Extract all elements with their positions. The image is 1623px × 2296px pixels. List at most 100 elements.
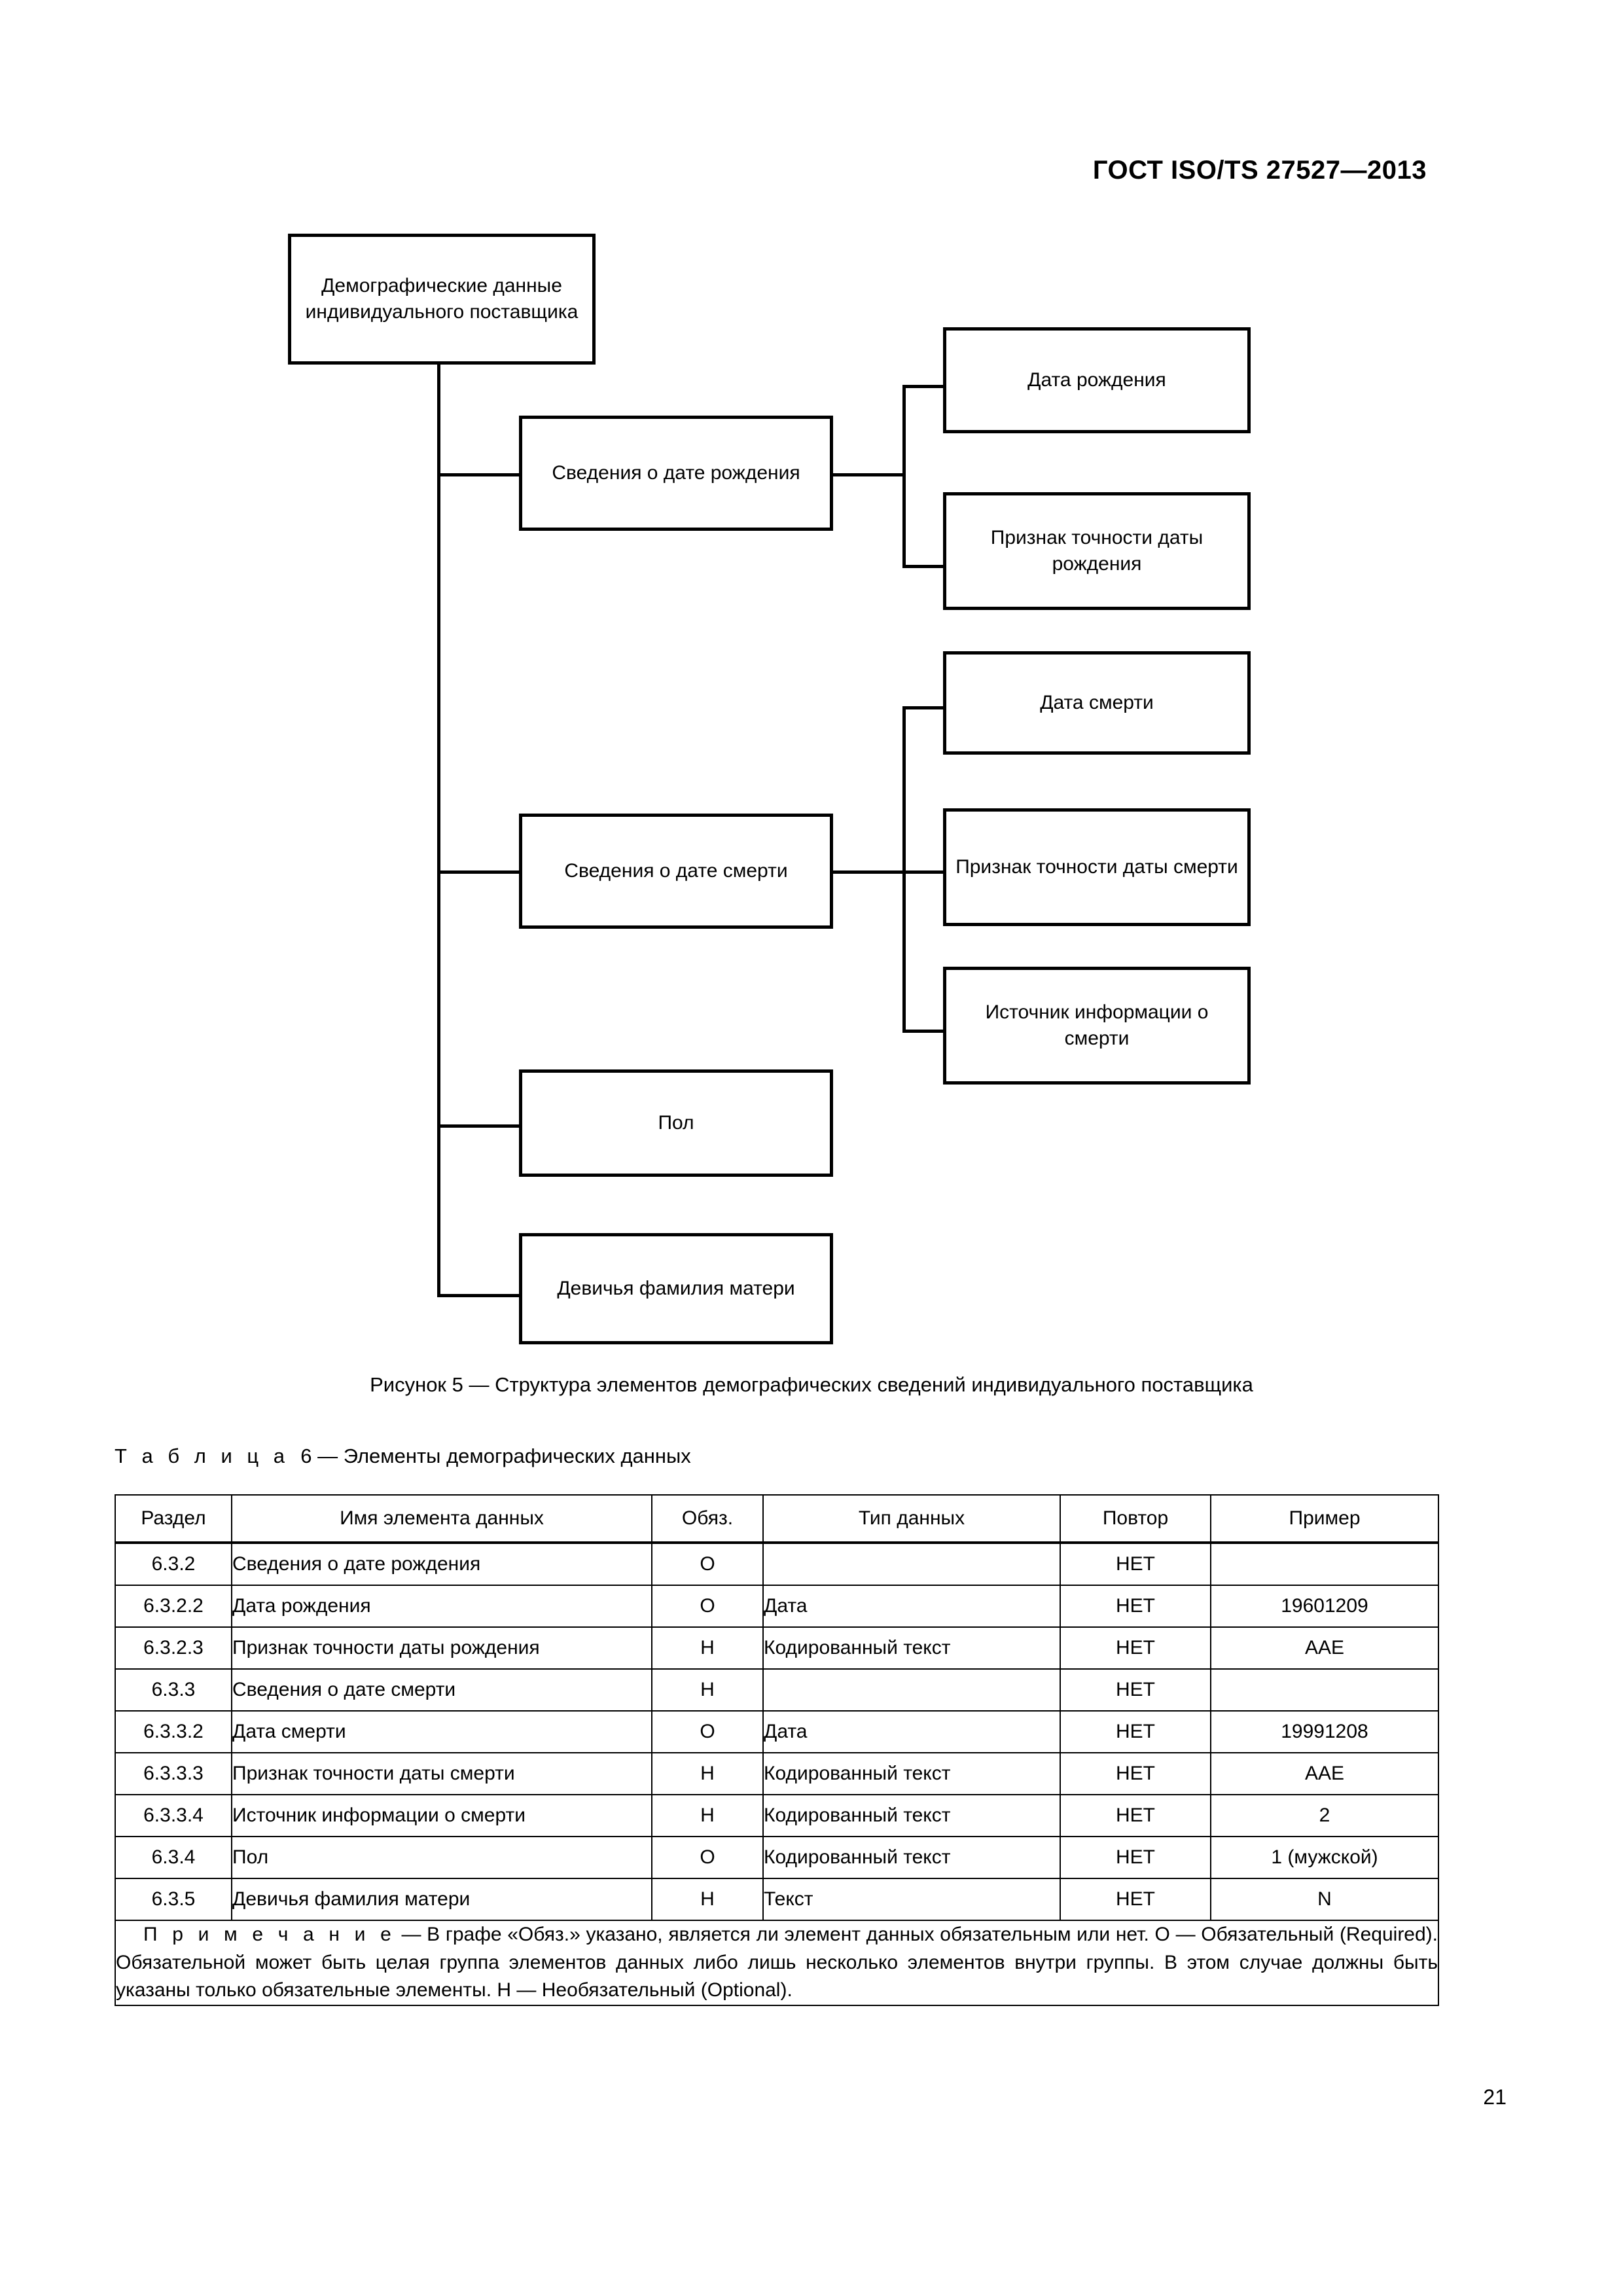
table-row: 6.3.3.4 Источник информации о смерти Н К… <box>115 1794 1439 1837</box>
cell-obyaz: Н <box>651 1878 764 1921</box>
cell-razdel: 6.3.2.3 <box>115 1626 232 1670</box>
demographic-elements-table: Раздел Имя элемента данных Обяз. Тип дан… <box>115 1494 1439 2006</box>
connector-death-bus <box>902 706 906 1033</box>
figure-caption: Рисунок 5 — Структура элементов демограф… <box>370 1373 1253 1396</box>
column-header-razdel: Раздел <box>115 1494 232 1544</box>
connector-stub-birth-accuracy <box>902 565 945 568</box>
cell-example <box>1210 1668 1439 1712</box>
node-label: Демографические данные индивидуального п… <box>305 275 579 323</box>
table-title-word: Т а б л и ц а <box>115 1444 290 1467</box>
cell-repeat: НЕТ <box>1060 1794 1211 1837</box>
node-death-date: Дата смерти <box>943 651 1251 755</box>
table-title-rest: 6 — Элементы демографических данных <box>300 1444 691 1467</box>
connector-stub-birth-date <box>902 385 945 388</box>
node-label: Источник информации о смерти <box>985 1001 1209 1049</box>
table-row: 6.3.2.3 Признак точности даты рождения Н… <box>115 1626 1439 1670</box>
cell-obyaz: О <box>651 1836 764 1879</box>
table-row: 6.3.4 Пол О Кодированный текст НЕТ 1 (му… <box>115 1836 1439 1879</box>
cell-name: Сведения о дате рождения <box>231 1542 652 1586</box>
node-birth-date-group: Сведения о дате рождения <box>519 416 833 531</box>
cell-example: ААЕ <box>1210 1626 1439 1670</box>
connector-stub-death-group <box>437 870 521 874</box>
connector-stub-death-source <box>902 1030 945 1033</box>
connector-stub-sex <box>437 1124 521 1128</box>
node-label: Сведения о дате рождения <box>552 462 800 484</box>
table-title: Т а б л и ц а 6 — Элементы демографическ… <box>115 1444 691 1468</box>
cell-repeat: НЕТ <box>1060 1878 1211 1921</box>
cell-repeat: НЕТ <box>1060 1626 1211 1670</box>
node-label: Дата рождения <box>1027 369 1166 391</box>
cell-name: Признак точности даты рождения <box>231 1626 652 1670</box>
cell-obyaz: Н <box>651 1794 764 1837</box>
cell-razdel: 6.3.2 <box>115 1542 232 1586</box>
node-label: Дата смерти <box>1040 692 1154 714</box>
cell-name: Пол <box>231 1836 652 1879</box>
node-birth-date-accuracy: Признак точности даты рождения <box>943 492 1251 610</box>
table-note: П р и м е ч а н и е — В графе «Обяз.» ук… <box>115 1920 1439 2006</box>
connector-stub-death-date <box>902 706 945 709</box>
column-header-repeat: Повтор <box>1060 1494 1211 1544</box>
cell-type: Текст <box>762 1878 1061 1921</box>
table-row: 6.3.3.3 Признак точности даты смерти Н К… <box>115 1752 1439 1795</box>
cell-type: Дата <box>762 1585 1061 1628</box>
table-row: 6.3.5 Девичья фамилия матери Н Текст НЕТ… <box>115 1878 1439 1921</box>
figure-5-diagram: Демографические данные индивидуального п… <box>288 234 1251 1344</box>
column-header-example: Пример <box>1210 1494 1439 1544</box>
cell-razdel: 6.3.5 <box>115 1878 232 1921</box>
node-death-date-accuracy: Признак точности даты смерти <box>943 808 1251 926</box>
cell-repeat: НЕТ <box>1060 1668 1211 1712</box>
cell-name: Источник информации о смерти <box>231 1794 652 1837</box>
cell-name: Дата рождения <box>231 1585 652 1628</box>
cell-example: 19601209 <box>1210 1585 1439 1628</box>
node-label: Признак точности даты рождения <box>990 527 1204 575</box>
node-label: Признак точности даты смерти <box>955 856 1238 878</box>
cell-razdel: 6.3.3.2 <box>115 1710 232 1753</box>
cell-example: 1 (мужской) <box>1210 1836 1439 1879</box>
table-row: 6.3.2.2 Дата рождения О Дата НЕТ 1960120… <box>115 1585 1439 1628</box>
cell-razdel: 6.3.3.4 <box>115 1794 232 1837</box>
cell-razdel: 6.3.2.2 <box>115 1585 232 1628</box>
node-death-info-source: Источник информации о смерти <box>943 967 1251 1085</box>
cell-obyaz: О <box>651 1542 764 1586</box>
cell-repeat: НЕТ <box>1060 1542 1211 1586</box>
cell-type <box>762 1668 1061 1712</box>
data-table-container: Раздел Имя элемента данных Обяз. Тип дан… <box>115 1494 1439 2006</box>
node-label: Сведения о дате смерти <box>564 860 788 882</box>
cell-repeat: НЕТ <box>1060 1710 1211 1753</box>
table-body: 6.3.2 Сведения о дате рождения О НЕТ 6.3… <box>115 1542 1439 2006</box>
cell-obyaz: О <box>651 1585 764 1628</box>
table-header-row: Раздел Имя элемента данных Обяз. Тип дан… <box>115 1494 1439 1544</box>
cell-repeat: НЕТ <box>1060 1585 1211 1628</box>
cell-obyaz: Н <box>651 1626 764 1670</box>
cell-example: N <box>1210 1878 1439 1921</box>
cell-razdel: 6.3.3 <box>115 1668 232 1712</box>
cell-repeat: НЕТ <box>1060 1752 1211 1795</box>
document-header-standard-id: ГОСТ ISO/TS 27527—2013 <box>1092 156 1427 185</box>
table-row: 6.3.3 Сведения о дате смерти Н НЕТ <box>115 1668 1439 1712</box>
connector-birth-group-out <box>832 473 906 476</box>
table-note-row: П р и м е ч а н и е — В графе «Обяз.» ук… <box>115 1920 1439 2006</box>
node-root-demographic-data: Демографические данные индивидуального п… <box>288 234 596 365</box>
column-header-name: Имя элемента данных <box>231 1494 652 1544</box>
cell-name: Сведения о дате смерти <box>231 1668 652 1712</box>
table-row: 6.3.2 Сведения о дате рождения О НЕТ <box>115 1542 1439 1586</box>
cell-razdel: 6.3.4 <box>115 1836 232 1879</box>
cell-example: 19991208 <box>1210 1710 1439 1753</box>
cell-type: Кодированный текст <box>762 1794 1061 1837</box>
node-sex: Пол <box>519 1069 833 1177</box>
cell-type: Кодированный текст <box>762 1752 1061 1795</box>
table-header: Раздел Имя элемента данных Обяз. Тип дан… <box>115 1494 1439 1544</box>
cell-name: Девичья фамилия матери <box>231 1878 652 1921</box>
node-death-date-group: Сведения о дате смерти <box>519 814 833 929</box>
cell-repeat: НЕТ <box>1060 1836 1211 1879</box>
table-row: 6.3.3.2 Дата смерти О Дата НЕТ 19991208 <box>115 1710 1439 1753</box>
cell-type: Кодированный текст <box>762 1626 1061 1670</box>
cell-example <box>1210 1542 1439 1586</box>
cell-obyaz: Н <box>651 1752 764 1795</box>
cell-type: Кодированный текст <box>762 1836 1061 1879</box>
connector-stub-mother-maiden <box>437 1294 521 1297</box>
connector-stub-birth-group <box>437 473 521 476</box>
column-header-obyaz: Обяз. <box>651 1494 764 1544</box>
table-note-lead: П р и м е ч а н и е <box>143 1924 396 1945</box>
